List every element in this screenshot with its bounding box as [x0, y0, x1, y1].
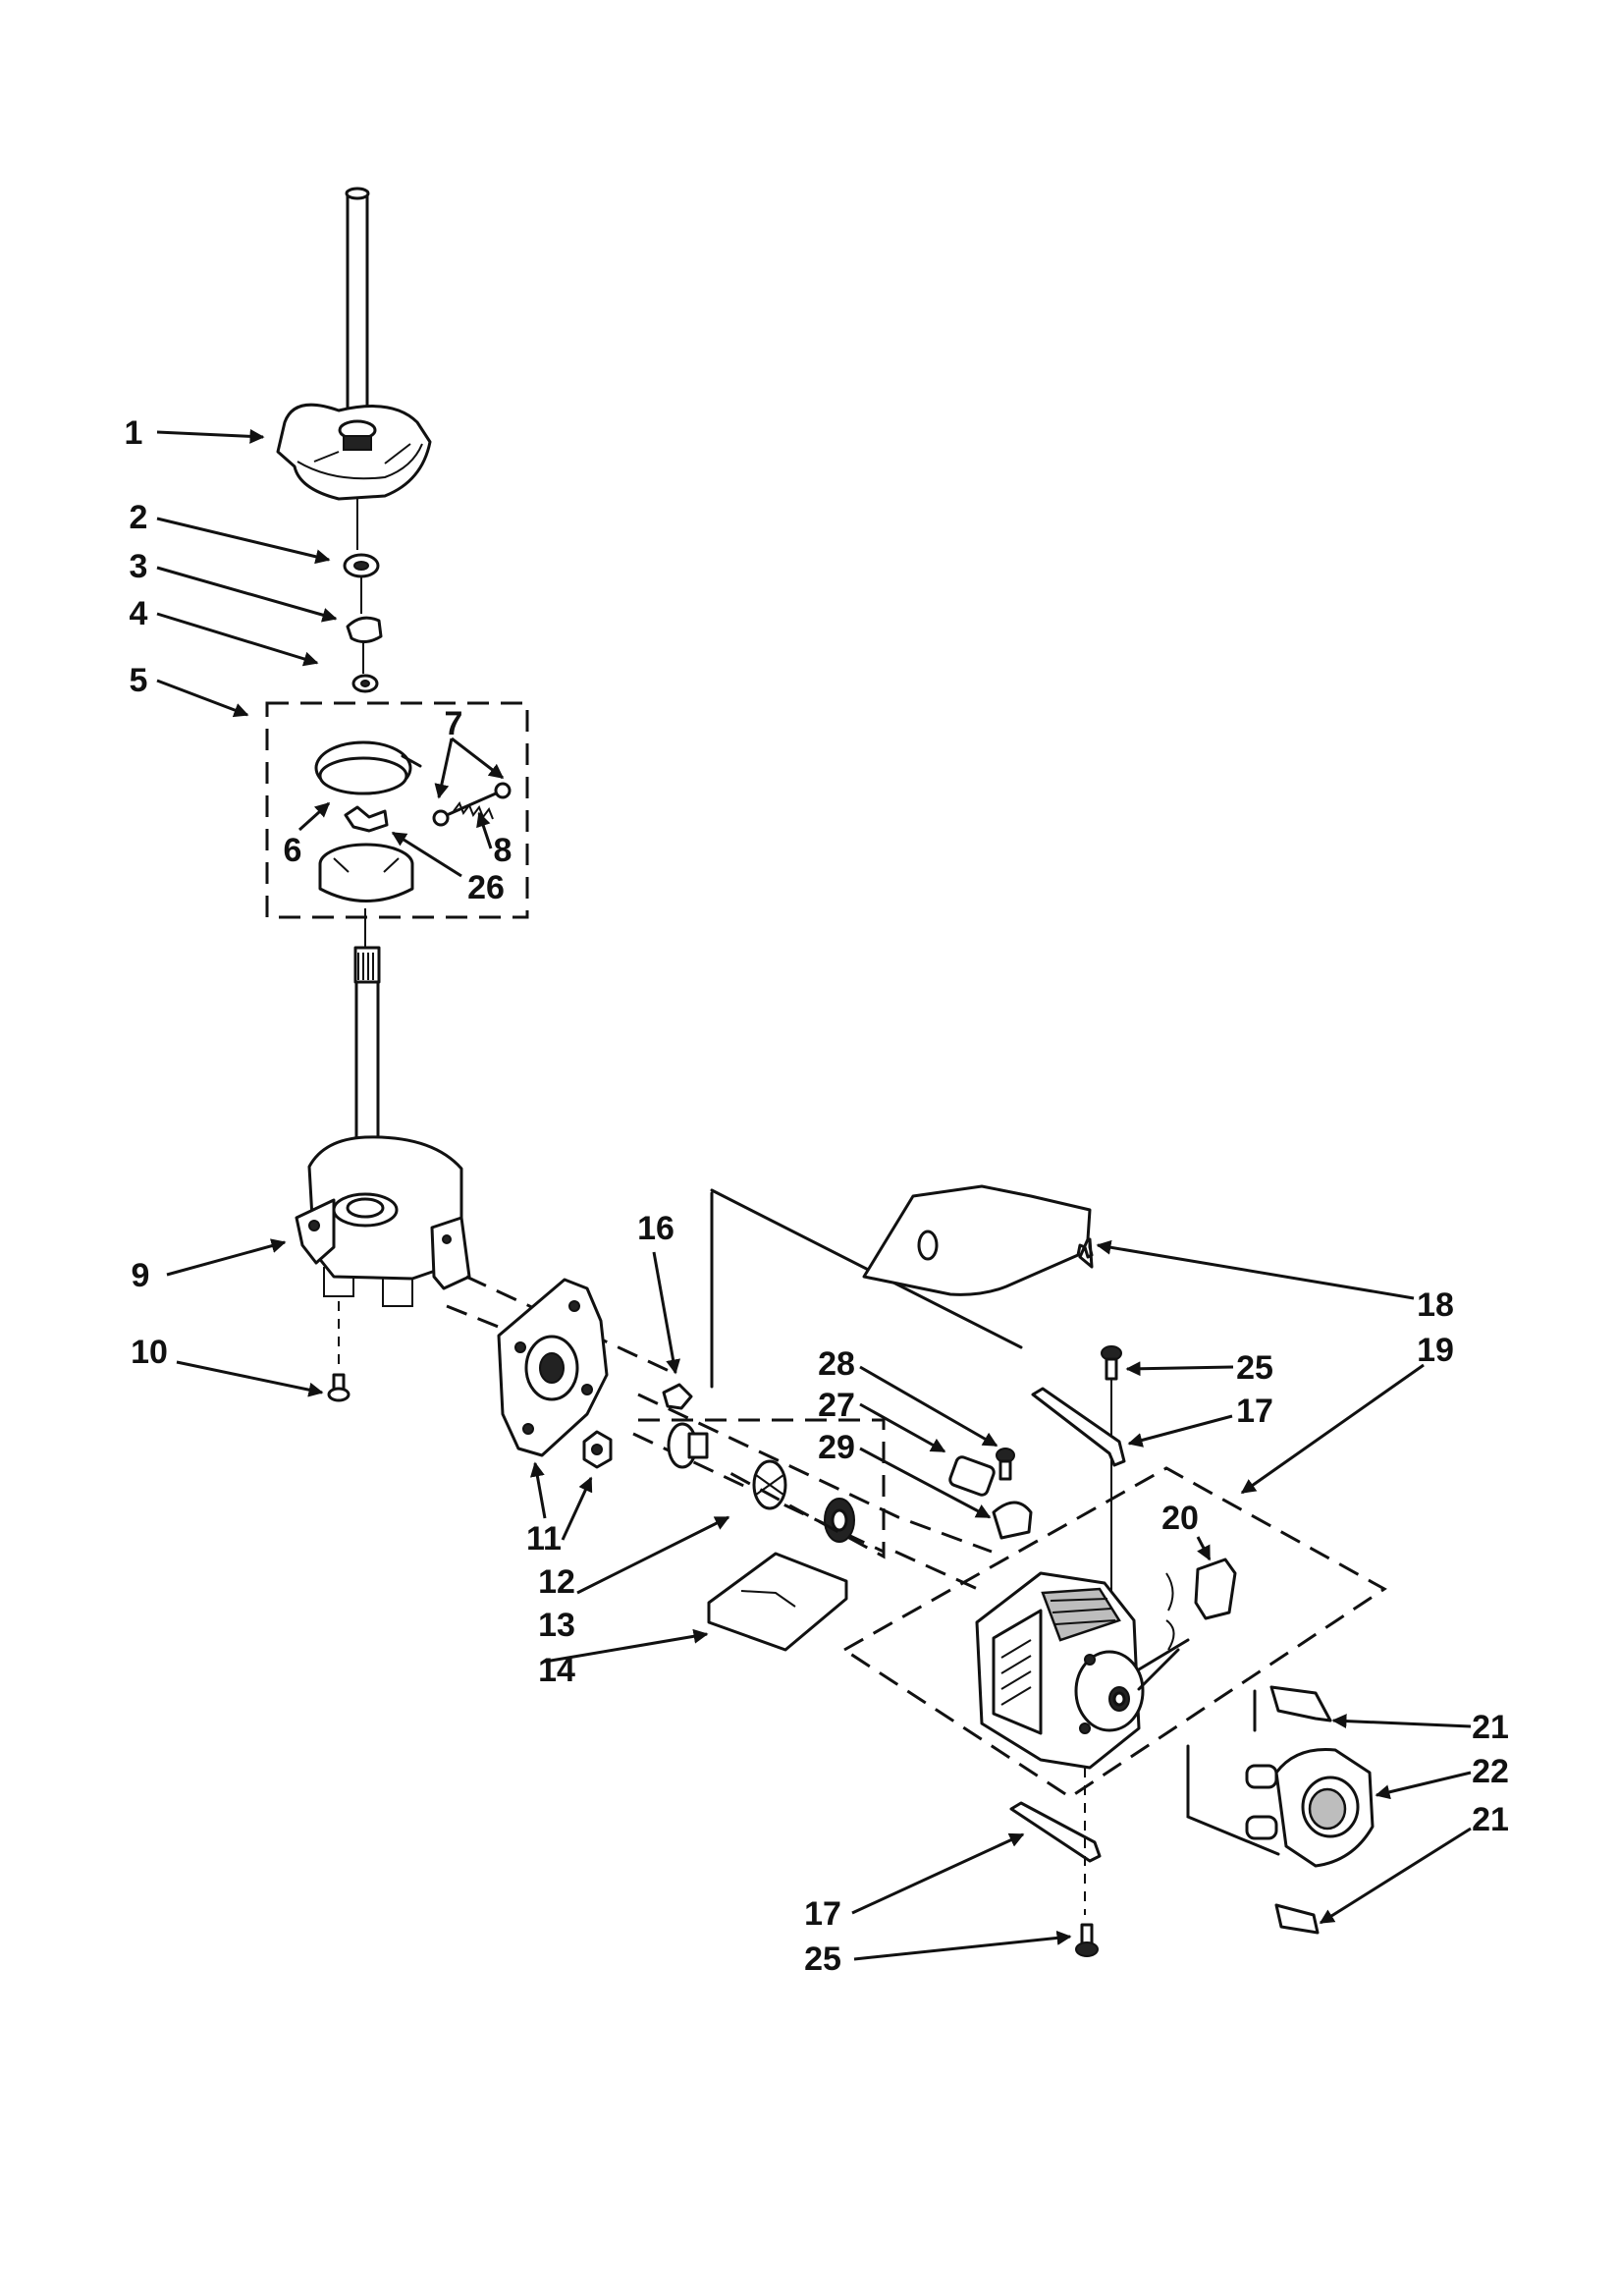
part-25-screw-bottom — [1075, 1923, 1099, 1957]
part-5-kit-box — [265, 701, 529, 919]
callout-7: 7 — [445, 705, 463, 742]
callout-22: 22 — [1472, 1753, 1509, 1790]
part-21-clip-lower — [1274, 1903, 1320, 1935]
drive-shaft-top — [345, 187, 370, 434]
callout-2: 2 — [130, 499, 148, 536]
part-17-strap-bottom — [1009, 1801, 1102, 1863]
callout-8: 8 — [494, 832, 512, 869]
callout-13: 13 — [538, 1607, 575, 1644]
callout-9: 9 — [132, 1257, 150, 1294]
callout-21-upper: 21 — [1472, 1709, 1509, 1746]
callout-19: 19 — [1417, 1332, 1454, 1369]
callout-4: 4 — [130, 595, 148, 632]
part-22-pump — [1245, 1747, 1375, 1868]
motor — [975, 1571, 1190, 1770]
callout-26: 26 — [467, 869, 505, 906]
callout-29: 29 — [818, 1429, 855, 1466]
callout-17-top: 17 — [1236, 1393, 1273, 1430]
callout-27: 27 — [818, 1387, 855, 1424]
callout-17-bottom: 17 — [804, 1895, 841, 1933]
part-7-8-spring-assembly — [432, 782, 512, 827]
callout-20: 20 — [1161, 1500, 1199, 1537]
part-18-cover — [862, 1184, 1094, 1296]
callout-25-top: 25 — [1236, 1349, 1273, 1387]
callout-18: 18 — [1417, 1286, 1454, 1324]
callout-14: 14 — [538, 1652, 575, 1689]
part-13-coupling — [667, 1422, 855, 1543]
callout-5: 5 — [130, 662, 148, 699]
part-13-kit-outline — [638, 1418, 886, 1559]
callout-10: 10 — [131, 1334, 168, 1371]
callout-6: 6 — [284, 832, 302, 869]
part-27-capacitor — [948, 1455, 996, 1497]
part-17-strap-top — [1031, 1387, 1126, 1467]
part-16-screw — [662, 1383, 693, 1410]
part-25-screw-top — [1101, 1345, 1122, 1381]
callout-labels: 1 2 3 4 5 6 7 8 26 9 10 16 11 12 13 14 1… — [125, 414, 1509, 1978]
part-9-transmission — [295, 946, 471, 1307]
part-14-shield — [707, 1552, 848, 1652]
part-12-nut — [582, 1430, 613, 1469]
part-20-switch — [1165, 1558, 1237, 1651]
leader-lines — [156, 428, 1472, 1961]
part-28-screw — [996, 1448, 1015, 1481]
callout-16: 16 — [637, 1210, 674, 1247]
callout-21-lower: 21 — [1472, 1801, 1509, 1838]
part-6-brake-band — [314, 740, 422, 795]
part-26-brake-rotor — [318, 805, 414, 902]
part-2-bearing — [343, 553, 380, 578]
callout-3: 3 — [130, 548, 148, 585]
callout-1: 1 — [125, 414, 143, 452]
pump-outline-line — [1186, 1744, 1280, 1856]
part-19-kit-outline — [841, 1466, 1387, 1799]
callout-28: 28 — [818, 1345, 855, 1383]
part-29-clamp — [992, 1501, 1033, 1540]
part-3-clip — [346, 616, 383, 643]
part-21-clip-upper — [1269, 1685, 1332, 1722]
part-4-washer — [351, 674, 379, 693]
callout-11: 11 — [526, 1520, 562, 1558]
part-11-mounting-plate — [497, 1278, 609, 1457]
callout-12: 12 — [538, 1563, 575, 1601]
part-10-screw — [327, 1373, 351, 1402]
part-1-brake-cam — [276, 403, 432, 501]
callout-25-bottom: 25 — [804, 1941, 841, 1978]
